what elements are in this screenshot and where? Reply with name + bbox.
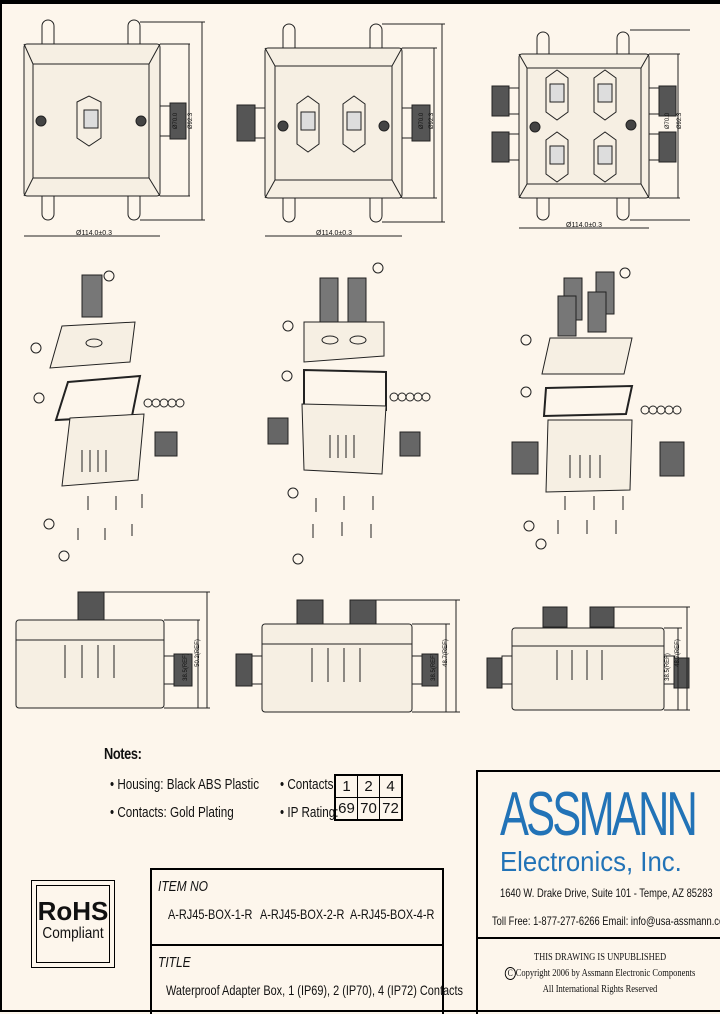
spec-table: 1 2 4 69 70 72 [334,774,403,821]
rights-reserved: All International Rights Reserved [542,984,658,995]
dim-side-outer-2: 48.7(REF) [442,639,449,667]
spec-row-contacts: 1 2 4 [334,774,403,798]
exploded-view-1-port [49,274,178,540]
company-address: 1640 W. Drake Drive, Suite 101 - Tempe, … [500,886,713,900]
spec-cell: 1 [334,774,358,798]
spec-row-ip-rating: 69 70 72 [334,797,403,821]
frame-border-left [0,0,2,1012]
dim-outer-height-4: Ø92.3 [677,112,684,130]
frame-border-top [0,0,720,4]
dim-inner-height-4: Ø70.0 [665,112,672,130]
technical-drawing [15,19,690,713]
top-view-2-port [236,23,445,237]
dim-width-4: Ø114.0±0.3 [566,222,603,229]
spec-label-ip-rating: • IP Rating: [280,804,339,821]
dim-width-1: Ø114.0±0.3 [76,230,113,237]
dim-side-inner-2: 38.5(REF) [430,653,437,681]
title-block-divider [152,944,442,946]
note-contacts: • Contacts: Gold Plating [110,804,234,821]
dim-side-inner-1: 38.5(REF) [182,653,189,681]
spec-label-contacts: • Contacts: [280,776,337,793]
unpublished-notice: THIS DRAWING IS UNPUBLISHED [533,952,667,963]
dim-side-outer-4: 48.7(REF) [674,639,681,667]
side-view-1-port [15,591,210,709]
dim-inner-height-2: Ø70.0 [419,112,426,130]
copyright-icon: C [504,967,516,980]
company-divider [478,937,720,939]
note-housing: • Housing: Black ABS Plastic [110,776,260,793]
spec-cell: 4 [379,774,403,798]
callout-circles [30,262,682,565]
spec-cell: 2 [357,774,380,798]
rohs-label: RoHS [37,896,109,926]
copyright-text: Copyright 2006 by Assmann Electronic Com… [515,968,696,979]
rohs-compliant-label: Compliant [42,925,104,942]
rohs-inner: RoHS Compliant [36,885,110,963]
spec-cell: 70 [357,797,380,821]
dim-outer-height-2: Ø92.3 [429,112,436,130]
top-view-1-port [23,19,205,237]
spec-cell: 72 [379,797,403,821]
rohs-badge: RoHS Compliant [31,880,115,968]
item-number-4: A-RJ45-BOX-4-R [350,906,435,922]
item-no-label: ITEM NO [158,878,208,895]
dim-side-outer-1: 50.2(REF) [194,639,201,667]
top-view-4-port [491,29,690,229]
title-block: ITEM NO A-RJ45-BOX-1-R A-RJ45-BOX-2-R A-… [150,868,463,1014]
title-label: TITLE [158,954,191,971]
dim-outer-height-1: Ø92.3 [188,112,195,130]
company-block: ASSMANN Electronics, Inc. 1640 W. Drake … [476,770,720,1014]
notes-title: Notes: [104,746,142,763]
company-logo: ASSMANN [500,780,698,849]
company-name: Electronics, Inc. [500,846,682,877]
drawing-title: Waterproof Adapter Box, 1 (IP69), 2 (IP7… [166,982,464,998]
frame-border-bottom [0,1010,720,1012]
spec-cell: 69 [334,797,358,821]
exploded-view-4-port [511,271,685,534]
item-number-1: A-RJ45-BOX-1-R [168,906,253,922]
dim-inner-height-1: Ø70.0 [173,112,180,130]
dim-side-inner-4: 38.5(REF) [664,653,671,681]
side-view-4-port [486,606,690,711]
exploded-view-2-port [267,277,421,538]
side-view-2-port [235,599,460,713]
item-number-2: A-RJ45-BOX-2-R [260,906,345,922]
dim-width-2: Ø114.0±0.3 [316,230,353,237]
company-contact: Toll Free: 1-877-277-6266 Email: info@us… [492,914,720,928]
